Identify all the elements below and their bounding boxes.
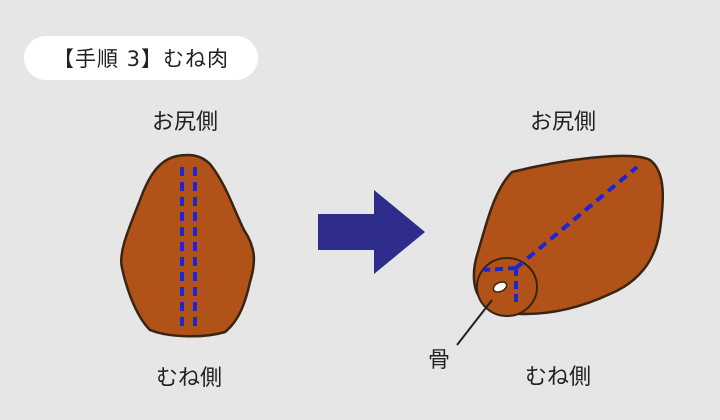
bone-pointer-line: [456, 299, 493, 346]
bone-label: 骨: [428, 348, 451, 373]
arrow-right-icon: [318, 190, 425, 274]
left-bottom-label: むね側: [156, 366, 223, 391]
right-cut-line-left: [483, 266, 517, 272]
right-top-label: お尻側: [530, 110, 597, 135]
left-breast: [119, 153, 256, 338]
bone-icon: [492, 281, 508, 293]
left-breast-shape: [119, 153, 256, 338]
step-title: 【手順 3】むね肉: [24, 36, 258, 80]
right-cut-line-main: [514, 165, 639, 270]
right-breast: [456, 154, 664, 346]
left-top-label: お尻側: [152, 110, 219, 135]
right-bottom-label: むね側: [525, 365, 592, 390]
